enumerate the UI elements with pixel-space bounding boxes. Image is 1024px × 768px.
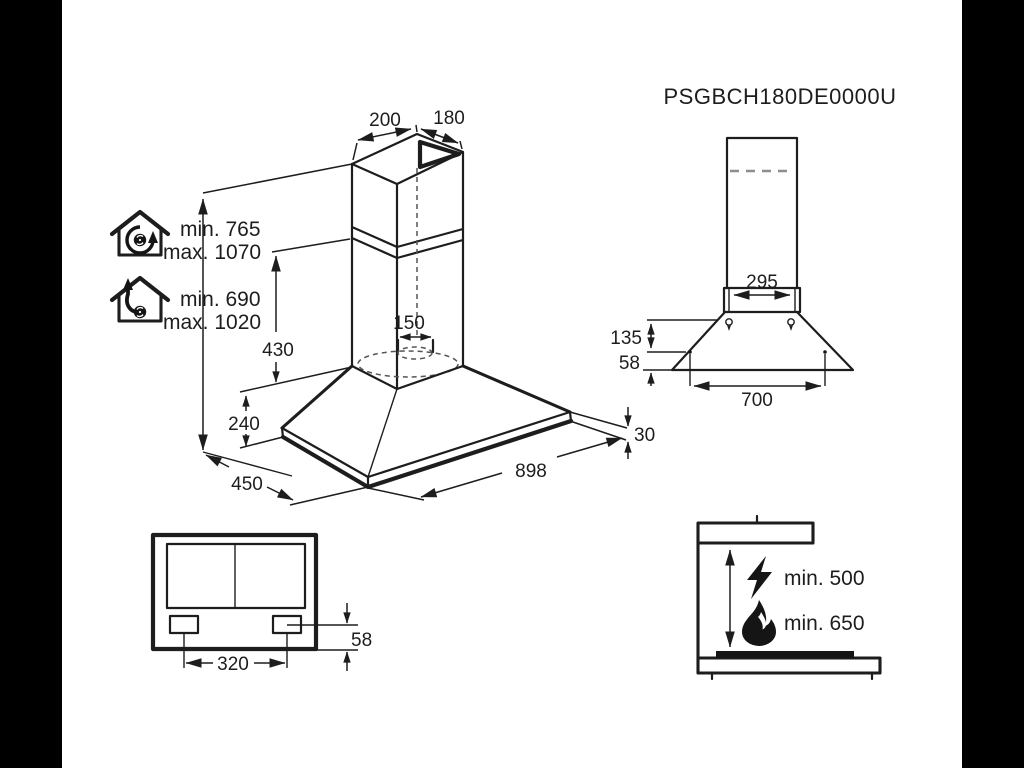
dim-duct-diameter: 150 (393, 313, 425, 334)
keyhole-hanger-right (787, 318, 795, 332)
dim-hood-depth: 450 (231, 474, 263, 495)
product-code: PSGBCH180DE0000U (663, 84, 896, 109)
extraction-min-height: min. 690 (180, 288, 261, 311)
dim-upper-offset: 135 (610, 328, 642, 349)
extraction-height-block: min. 690 max. 1020 (109, 275, 261, 334)
dim-slot-spacing: 320 (217, 654, 249, 675)
dim-chimney-height: 430 (262, 340, 294, 361)
house-extraction-icon (109, 275, 171, 323)
dim-chimney-top-depth: 180 (433, 108, 465, 129)
hood-base-outline (150, 532, 319, 652)
wall-bracket (722, 286, 802, 314)
lightning-icon (747, 556, 772, 599)
flame-icon (742, 600, 776, 646)
clearance-view: min. 500 min. 650 (696, 514, 882, 681)
dim-hood-width: 898 (515, 461, 547, 482)
rear-mounting-view: 295 135 58 700 (610, 136, 855, 411)
recirculation-max-height: max. 1070 (163, 241, 261, 264)
grease-filter-frame (165, 542, 307, 610)
dim-chimney-top-width: 200 (369, 110, 401, 131)
recirculation-height-block: min. 765 max. 1070 (109, 209, 261, 264)
gas-clearance-label: min. 650 (784, 612, 865, 635)
house-recirculation-icon (109, 209, 171, 257)
keyhole-hanger-left (725, 318, 733, 332)
recirculation-min-height: min. 765 (180, 218, 261, 241)
main-perspective-view: 200 180 430 150 240 450 898 (198, 108, 655, 506)
hood-bottom-bar (696, 521, 815, 545)
bottom-view: 320 58 (150, 532, 372, 675)
dim-bracket-width: 295 (746, 272, 778, 293)
dim-base-rim-height: 30 (634, 425, 655, 446)
electric-clearance-label: min. 500 (784, 567, 865, 590)
dim-lower-offset: 58 (619, 353, 640, 374)
cooktop-surface (716, 651, 854, 658)
dim-mount-spacing: 700 (741, 390, 773, 411)
dim-slot-offset: 58 (351, 630, 372, 651)
chimney-open-top (417, 139, 462, 170)
dim-hood-body-height: 240 (228, 414, 260, 435)
extraction-max-height: max. 1020 (163, 311, 261, 334)
duct-spigot (357, 338, 459, 378)
